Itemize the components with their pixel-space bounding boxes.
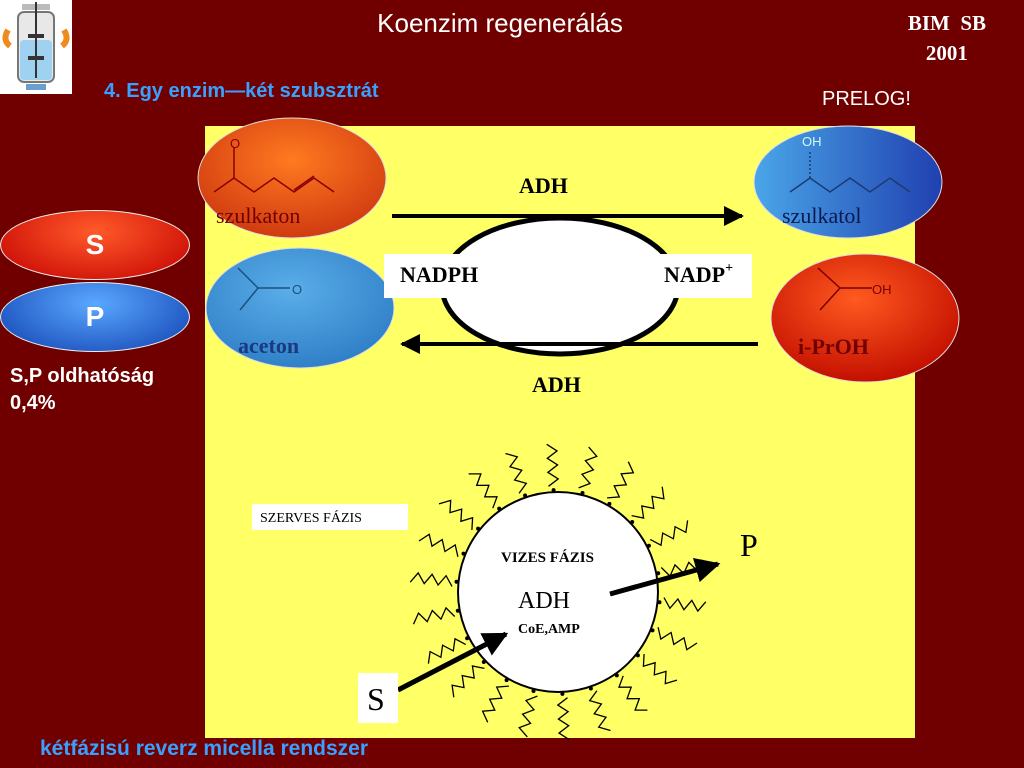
bioreactor-logo bbox=[0, 0, 72, 94]
surfactant-tail bbox=[468, 473, 498, 509]
aceton-ellipse bbox=[205, 247, 395, 369]
solubility-note: S,P oldhatóság 0,4% bbox=[10, 363, 154, 417]
szulkatol-label: szulkatol bbox=[782, 203, 861, 228]
author-badge-line1: BIM SB bbox=[907, 11, 986, 35]
surfactant-head bbox=[497, 506, 502, 511]
surfactant-head bbox=[614, 673, 619, 678]
author-badge: BIM SB 2001 bbox=[908, 8, 986, 68]
slide-title: Koenzim regenerálás bbox=[377, 8, 623, 38]
product-pill: P bbox=[0, 282, 190, 352]
surfactant-head bbox=[523, 493, 528, 498]
nadph-box bbox=[384, 254, 534, 298]
surfactant-head bbox=[630, 520, 635, 524]
surfactant-tail bbox=[438, 499, 474, 531]
surfactant-tail bbox=[518, 695, 538, 738]
solubility-line2: 0,4% bbox=[10, 392, 56, 414]
solubility-line1: S,P oldhatóság bbox=[10, 365, 155, 387]
surfactant-tail bbox=[578, 446, 598, 489]
aceton-structure bbox=[237, 267, 290, 311]
iproh-structure bbox=[817, 267, 872, 311]
slide-subtitle: 4. Egy enzim—két szubsztrát bbox=[104, 80, 379, 102]
organic-phase-box bbox=[252, 504, 408, 530]
product-arrow bbox=[609, 557, 721, 597]
surfactant-head bbox=[531, 689, 536, 693]
surfactant-tail bbox=[663, 597, 707, 613]
bioreactor-icon bbox=[2, 2, 70, 90]
szulkatol-oh: OH bbox=[802, 134, 822, 149]
surfactant-tail bbox=[556, 697, 570, 741]
surfactant-head bbox=[580, 491, 585, 495]
adh-top-label: ADH bbox=[519, 173, 568, 198]
aqueous-phase-label: VIZES FÁZIS bbox=[501, 549, 594, 566]
slide-footer: kétfázisú reverz micella rendszer bbox=[40, 737, 369, 760]
surfactant-tail bbox=[649, 520, 689, 547]
surfactant-tail bbox=[418, 533, 459, 557]
micelle-product-label: P bbox=[740, 527, 758, 563]
substrate-box bbox=[358, 673, 398, 723]
surfactant-head bbox=[635, 653, 640, 658]
surfactant-tail bbox=[505, 452, 528, 494]
szulkatol-structure bbox=[789, 150, 911, 193]
szulkaton-structure bbox=[213, 148, 335, 193]
surfactant-head bbox=[481, 660, 486, 664]
szulkaton-oxygen: O bbox=[230, 136, 240, 151]
nadp-superscript: + bbox=[725, 261, 733, 276]
surfactant-tail bbox=[657, 627, 698, 651]
iproh-label: i-PrOH bbox=[798, 334, 869, 359]
surfactant-tail bbox=[546, 443, 560, 487]
surfactant-head bbox=[657, 600, 662, 605]
surfactant-head bbox=[646, 543, 651, 548]
surfactant-head bbox=[455, 608, 460, 613]
surfactant-tail bbox=[588, 690, 611, 732]
surfactant-tail bbox=[607, 461, 635, 499]
substrate-pill: S bbox=[0, 210, 190, 280]
surfactant-head bbox=[461, 551, 466, 556]
surfactant-tail bbox=[642, 653, 678, 685]
surfactant-head bbox=[454, 579, 459, 584]
szulkaton-label: szulkaton bbox=[216, 203, 300, 228]
surfactant-tail bbox=[409, 571, 453, 587]
micelle-tails bbox=[409, 443, 707, 741]
author-badge-line2: 2001 bbox=[925, 41, 968, 65]
surfactant-head bbox=[607, 501, 612, 506]
surfactant-head bbox=[551, 488, 556, 493]
szulkatol-ellipse bbox=[753, 125, 943, 239]
surfactant-tail bbox=[412, 606, 456, 625]
surfactant-tail bbox=[618, 675, 648, 711]
micelle-enzyme-label: ADH bbox=[518, 588, 570, 614]
adh-bottom-label: ADH bbox=[532, 372, 581, 397]
nadp-box bbox=[620, 254, 752, 298]
szulkaton-ellipse bbox=[197, 117, 387, 239]
surfactant-head bbox=[560, 691, 565, 696]
surfactant-head bbox=[656, 571, 661, 576]
surfactant-tail bbox=[631, 486, 665, 519]
micelle-heads bbox=[454, 488, 662, 696]
prelog-label: PRELOG! bbox=[822, 88, 911, 110]
surfactant-tail bbox=[481, 685, 509, 723]
nadp-label: NADP+ bbox=[664, 261, 733, 287]
surfactant-head bbox=[588, 686, 593, 691]
surfactant-tail bbox=[427, 637, 467, 664]
micelle-substrate-label: S bbox=[367, 681, 385, 717]
micelle-cofactors-label: CoE,AMP bbox=[518, 622, 580, 637]
surfactant-head bbox=[476, 526, 481, 531]
surfactant-head bbox=[465, 636, 470, 641]
organic-phase-label: SZERVES FÁZIS bbox=[260, 509, 362, 526]
nadp-text: NADP bbox=[664, 262, 725, 287]
substrate-pill-label: S bbox=[85, 229, 105, 260]
nadph-label: NADPH bbox=[400, 262, 478, 287]
iproh-ellipse bbox=[770, 253, 960, 383]
surfactant-tail bbox=[451, 665, 485, 698]
aceton-oxygen: O bbox=[292, 282, 302, 297]
iproh-oh: OH bbox=[872, 282, 892, 297]
product-pill-label: P bbox=[85, 301, 105, 332]
aceton-label: aceton bbox=[238, 333, 299, 358]
surfactant-head bbox=[650, 628, 655, 633]
surfactant-head bbox=[504, 678, 509, 683]
substrate-arrow bbox=[396, 631, 509, 693]
